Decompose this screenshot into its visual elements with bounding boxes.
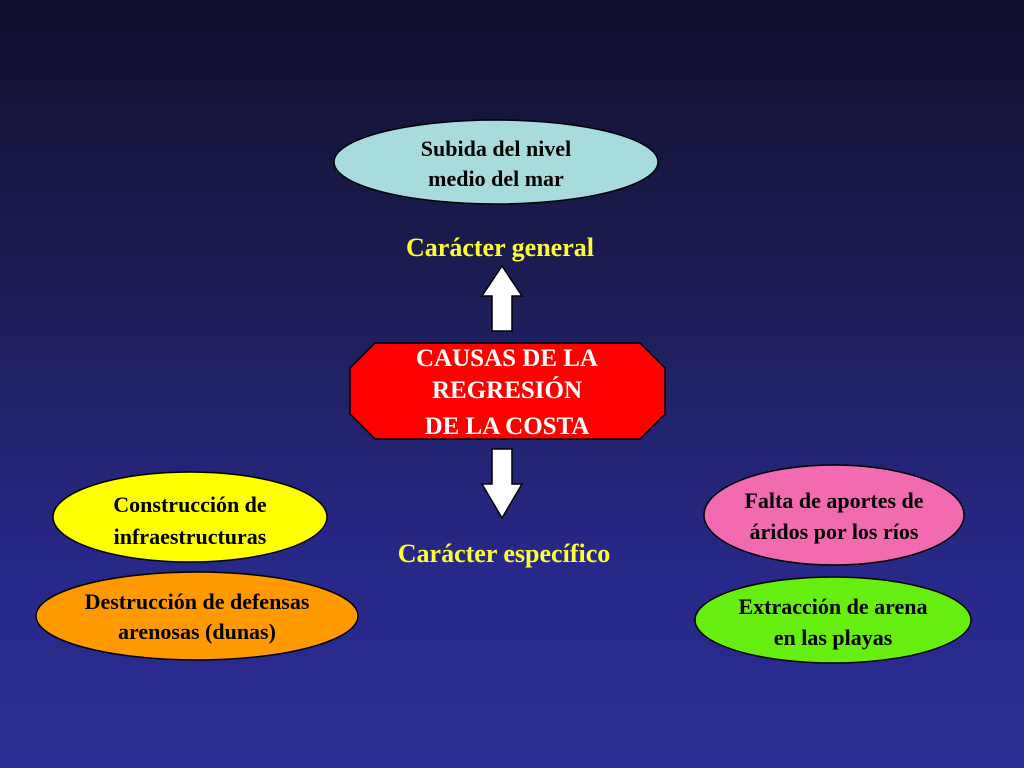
node-sand-extraction-line-1: Extracción de arena <box>738 594 927 619</box>
node-rivers-shape <box>703 464 965 566</box>
node-infrastructure-line-2: infraestructuras <box>114 524 267 549</box>
label-general: Carácter general <box>406 233 594 262</box>
node-dunes-line-2: arenosas (dunas) <box>118 619 276 644</box>
node-dunes: Destrucción de defensas arenosas (dunas) <box>35 571 359 661</box>
node-sea-level-line-2: medio del mar <box>428 166 564 191</box>
node-sea-level: Subida del nivel medio del mar <box>333 119 659 205</box>
label-specific: Carácter específico <box>398 539 610 568</box>
node-rivers: Falta de aportes de áridos por los ríos <box>703 464 965 566</box>
node-dunes-shape <box>35 571 359 661</box>
node-sand-extraction-shape <box>694 576 972 664</box>
center-title-line-1: CAUSAS DE LA <box>416 345 598 372</box>
node-rivers-line-1: Falta de aportes de <box>744 488 923 513</box>
node-dunes-line-1: Destrucción de defensas <box>85 589 310 614</box>
node-infrastructure: Construcción de infraestructuras <box>52 471 328 563</box>
center-title-line-2: REGRESIÓN <box>432 376 582 404</box>
node-infrastructure-line-1: Construcción de <box>113 492 267 517</box>
node-rivers-line-2: áridos por los ríos <box>750 519 919 544</box>
node-sea-level-line-1: Subida del nivel <box>421 136 571 161</box>
node-sand-extraction: Extracción de arena en las playas <box>694 576 972 664</box>
center-node: CAUSAS DE LA REGRESIÓN DE LA COSTA <box>349 342 666 440</box>
node-sand-extraction-line-2: en las playas <box>774 625 893 650</box>
node-infrastructure-shape <box>52 471 328 563</box>
arrow-up-icon <box>480 264 524 332</box>
node-sea-level-shape <box>333 119 659 205</box>
center-node-shape <box>349 342 666 440</box>
arrow-down-icon <box>480 448 524 520</box>
center-title-line-3: DE LA COSTA <box>425 413 590 440</box>
